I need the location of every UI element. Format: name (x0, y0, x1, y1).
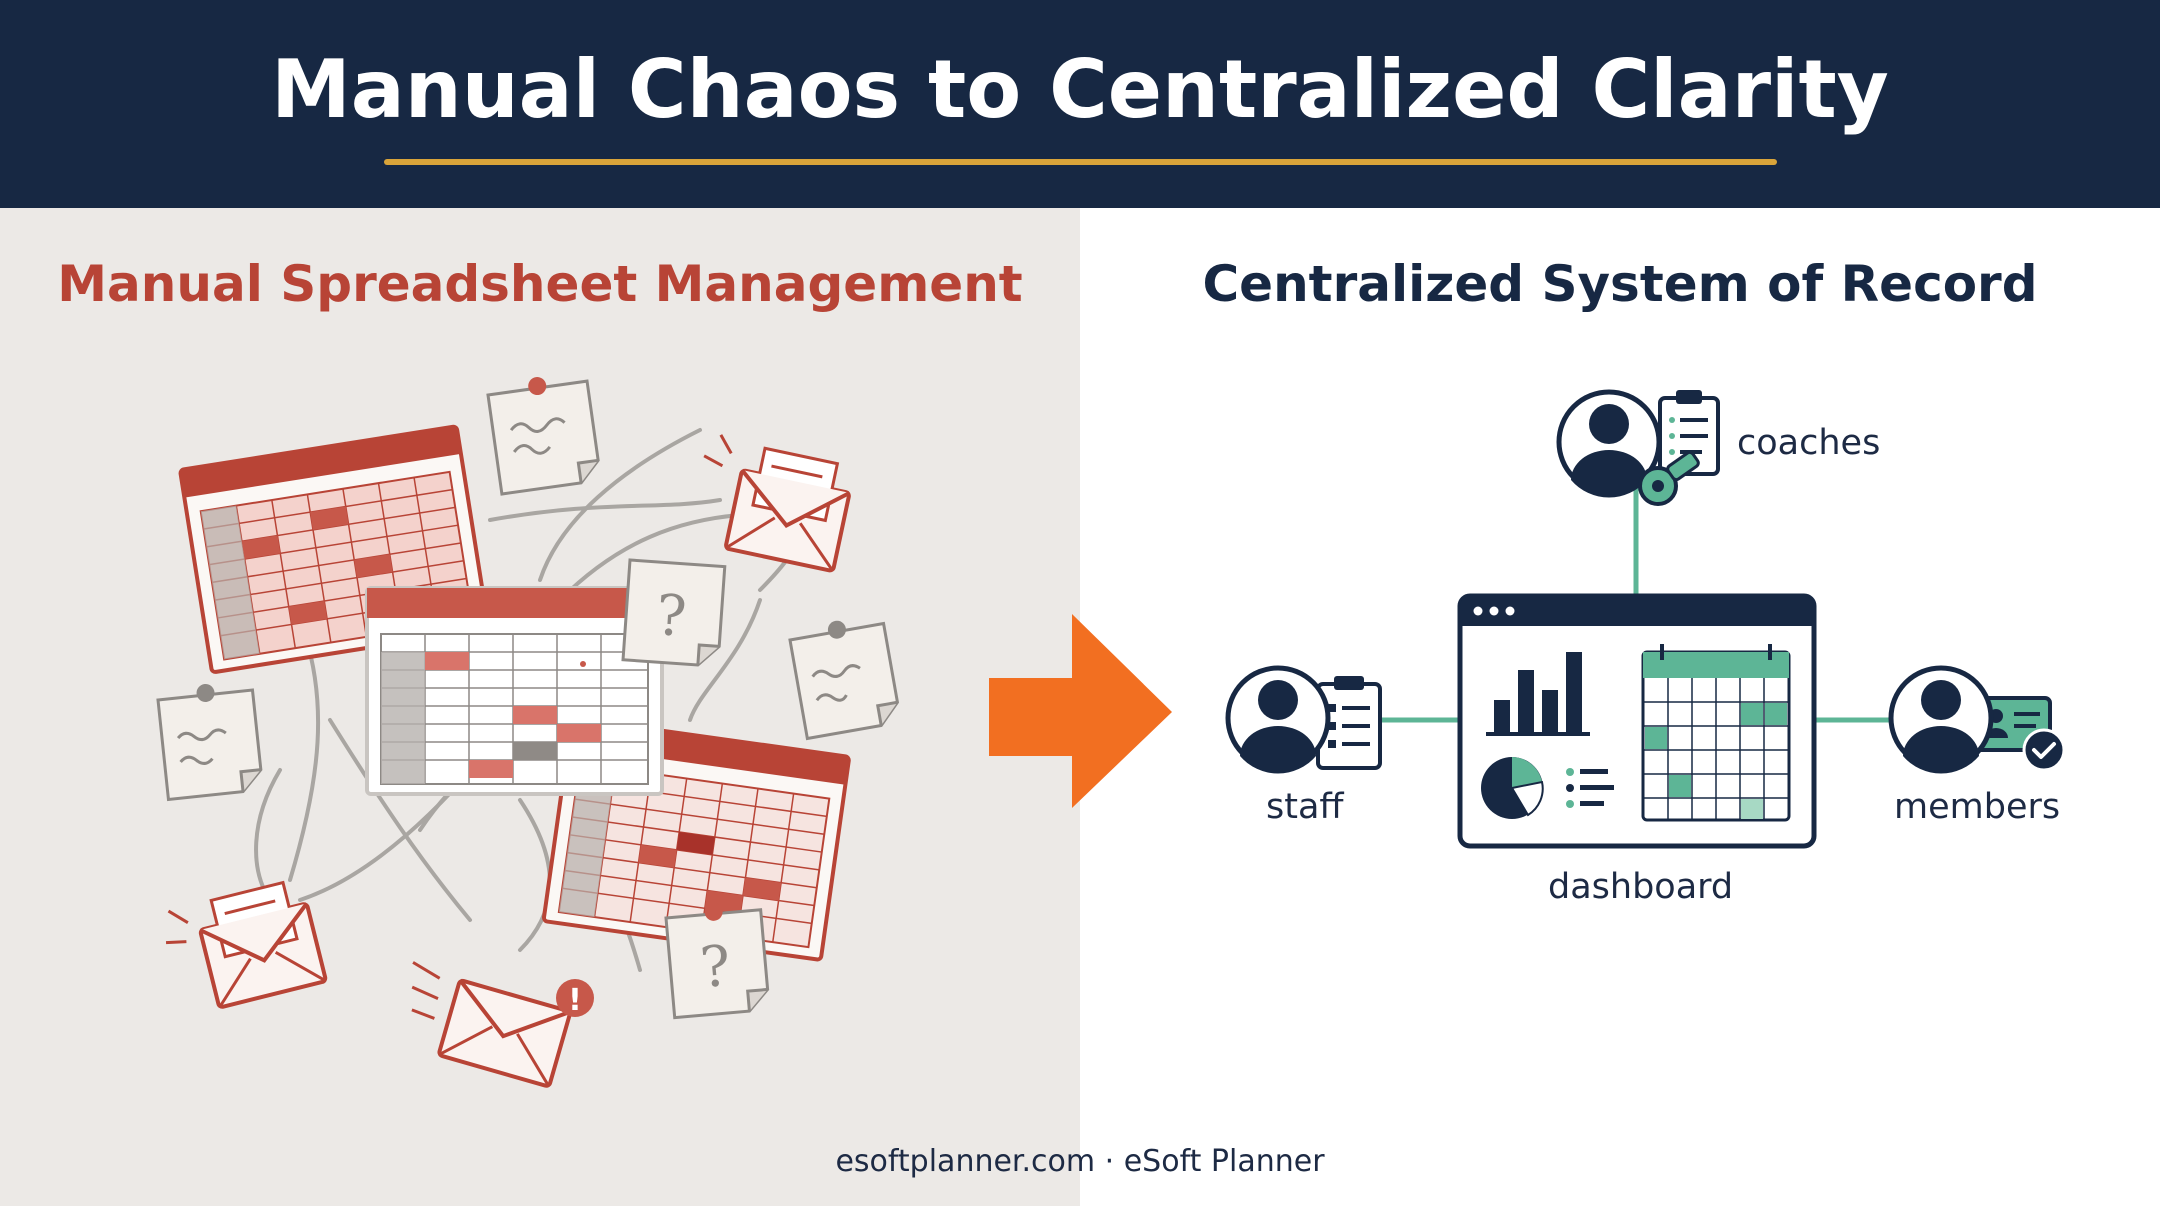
footer-credit: esoftplanner.com · eSoft Planner (835, 1144, 1325, 1179)
staff-node (1225, 665, 1382, 774)
sticky-note-icon (156, 683, 263, 802)
calendar-icon (1641, 644, 1791, 822)
connector-lines (1380, 488, 1898, 723)
spreadsheet-icon (178, 424, 491, 674)
bar-chart-icon (1486, 652, 1590, 736)
envelope-icon (411, 961, 572, 1088)
transition-arrow (989, 614, 1172, 808)
sticky-note-icon: ? (621, 558, 727, 667)
coaches-node (1556, 389, 1720, 506)
members-label: members (1894, 787, 2061, 827)
members-node (1888, 665, 2066, 774)
title-underline (384, 159, 1777, 165)
sticky-note-icon: ? (664, 902, 770, 1020)
question-mark: ? (698, 934, 734, 1001)
dashboard-window (1457, 593, 1817, 849)
list-icon (1566, 768, 1614, 808)
spreadsheet-icon (365, 586, 664, 796)
left-heading: Manual Spreadsheet Management (57, 255, 1023, 313)
staff-label: staff (1266, 787, 1344, 827)
sticky-note-icon (788, 620, 900, 741)
header-banner (0, 0, 2160, 208)
dashboard-label: dashboard (1548, 867, 1734, 907)
page-title: Manual Chaos to Centralized Clarity (271, 43, 1889, 136)
alert-mark: ! (568, 983, 582, 1018)
question-mark: ? (654, 583, 688, 650)
envelope-icon (703, 434, 851, 573)
sticky-note-icon (486, 377, 600, 496)
right-heading: Centralized System of Record (1202, 255, 2038, 313)
pie-chart-icon (1481, 757, 1544, 819)
alert-icon: ! (556, 979, 594, 1018)
coaches-label: coaches (1737, 423, 1881, 463)
envelope-icon (165, 880, 328, 1009)
